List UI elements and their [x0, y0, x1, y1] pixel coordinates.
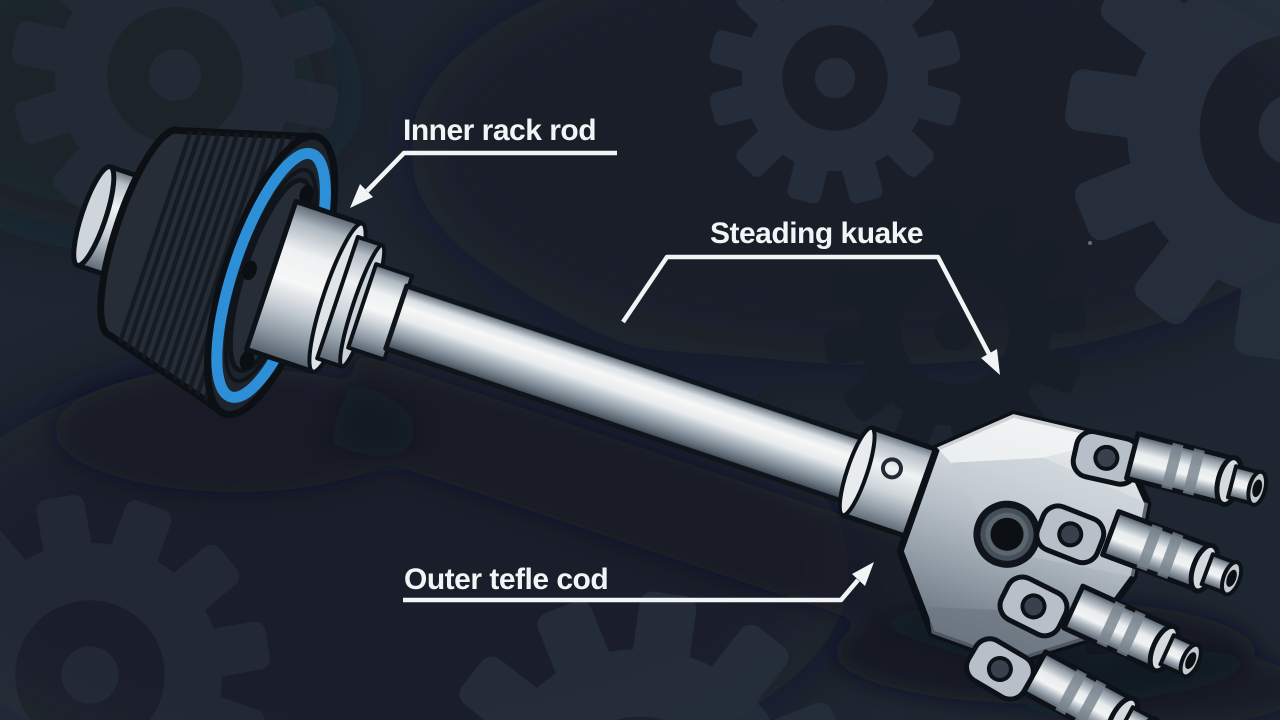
- leader-line: [621, 254, 991, 356]
- arrowhead-icon: [981, 349, 1000, 375]
- label-steading-kuake: Steading kuake: [710, 217, 923, 250]
- leader-line: [365, 150, 617, 193]
- bolt-hole: [299, 184, 314, 205]
- arrowhead-icon: [350, 184, 373, 208]
- rack-assembly-illustration: [71, 93, 1280, 720]
- arrowhead-icon: [852, 562, 874, 586]
- callout-outer-tefle-cod: Outer tefle cod: [403, 562, 874, 603]
- callout-inner-rack-rod: Inner rack rod: [350, 114, 617, 208]
- label-inner-rack-rod: Inner rack rod: [403, 114, 596, 147]
- dust-speck: [1088, 241, 1092, 245]
- label-outer-tefle-cod: Outer tefle cod: [404, 563, 608, 596]
- bolt-hole: [242, 260, 257, 281]
- hub-steps: [243, 198, 415, 375]
- leader-line: [403, 578, 860, 603]
- callout-steading-kuake: Steading kuake: [621, 217, 1000, 375]
- bolt-hole: [239, 350, 255, 370]
- collar-hole: [880, 457, 903, 480]
